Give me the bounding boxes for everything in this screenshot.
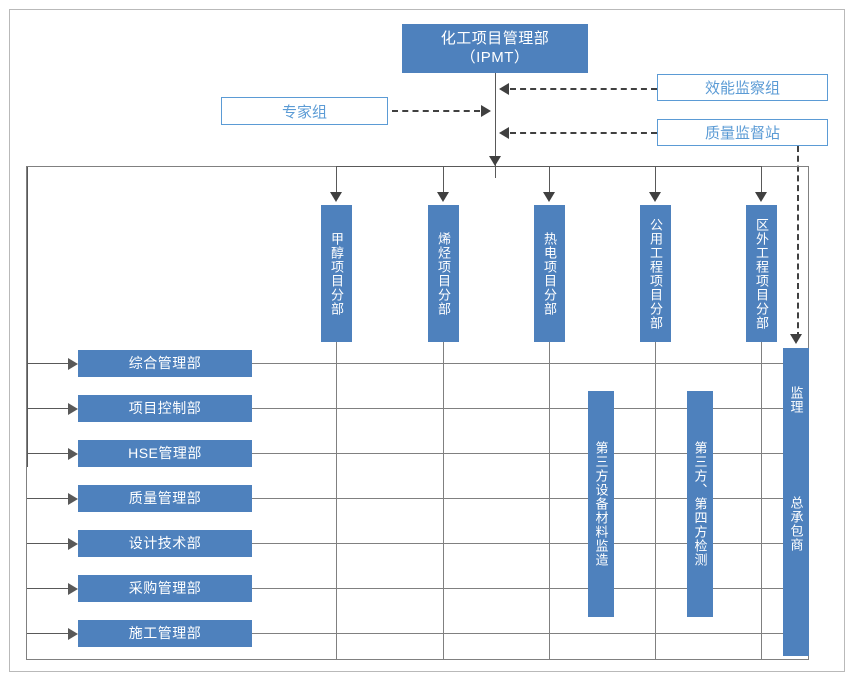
division-arrowhead-2 <box>437 192 449 202</box>
grid-vline-5 <box>761 342 762 660</box>
third-party-label-2: 第三方、第四方检测 <box>692 441 708 567</box>
department-arrowhead-7 <box>68 628 78 640</box>
project-division-label-3: 热电项目分部 <box>542 231 557 316</box>
third-party-box-1[interactable]: 第三方设备材料监造 <box>588 391 614 617</box>
department-arrowhead-5 <box>68 538 78 550</box>
ipmt-spine-arrowhead <box>489 156 501 166</box>
efficiency-supervision-label: 效能监察组 <box>704 80 780 97</box>
department-arrow-line-7 <box>27 633 71 634</box>
division-arrowhead-3 <box>543 192 555 202</box>
department-row-line-4 <box>252 498 808 499</box>
division-drop-1 <box>336 166 337 196</box>
department-row-line-7 <box>252 633 808 634</box>
department-row-line-1 <box>252 363 808 364</box>
department-row-line-5 <box>252 543 808 544</box>
department-arrow-line-2 <box>27 408 71 409</box>
department-arrow-line-3 <box>27 453 71 454</box>
department-feeder-rail <box>27 167 28 467</box>
grid-vline-3 <box>549 342 550 660</box>
division-arrowhead-4 <box>649 192 661 202</box>
expert-group-connector <box>392 110 480 112</box>
general-contractor-label: 总承包商 <box>788 496 804 552</box>
department-label-7: 施工管理部 <box>128 624 202 641</box>
project-division-box-1[interactable]: 甲醇项目分部 <box>321 205 352 342</box>
third-party-box-2[interactable]: 第三方、第四方检测 <box>687 391 713 617</box>
supervision-label-wrap: 监理 <box>783 386 809 414</box>
department-box-2[interactable]: 项目控制部 <box>78 395 252 422</box>
division-drop-2 <box>443 166 444 196</box>
department-box-7[interactable]: 施工管理部 <box>78 620 252 647</box>
department-arrowhead-6 <box>68 583 78 595</box>
department-row-line-2 <box>252 408 808 409</box>
department-box-3[interactable]: HSE管理部 <box>78 440 252 467</box>
expert-group-box[interactable]: 专家组 <box>221 97 388 125</box>
ipmt-spine-line <box>495 73 496 178</box>
department-box-4[interactable]: 质量管理部 <box>78 485 252 512</box>
supervision-contractor-bar[interactable]: 监理 总承包商 <box>783 348 809 656</box>
efficiency-supervision-box[interactable]: 效能监察组 <box>657 74 828 101</box>
project-division-box-4[interactable]: 公用工程项目分部 <box>640 205 671 342</box>
grid-vline-1 <box>336 342 337 660</box>
department-label-5: 设计技术部 <box>128 534 202 551</box>
quality-supervision-connector <box>510 132 657 134</box>
supervision-label: 监理 <box>788 386 804 414</box>
department-label-2: 项目控制部 <box>128 399 202 416</box>
efficiency-supervision-arrowhead <box>499 83 509 95</box>
third-party-label-1: 第三方设备材料监造 <box>593 441 609 567</box>
project-division-box-2[interactable]: 烯烃项目分部 <box>428 205 459 342</box>
project-division-label-1: 甲醇项目分部 <box>329 231 344 316</box>
department-label-4: 质量管理部 <box>128 489 202 506</box>
grid-vline-4 <box>655 342 656 660</box>
division-bus-line <box>336 166 761 167</box>
division-drop-3 <box>549 166 550 196</box>
department-arrowhead-3 <box>68 448 78 460</box>
department-label-1: 综合管理部 <box>128 354 202 371</box>
project-division-label-4: 公用工程项目分部 <box>648 217 663 330</box>
ipmt-title-box[interactable]: 化工项目管理部 （IPMT） <box>402 24 588 73</box>
department-arrow-line-4 <box>27 498 71 499</box>
quality-supervision-arrowhead <box>499 127 509 139</box>
department-arrowhead-2 <box>68 403 78 415</box>
quality-supervision-down-connector <box>797 146 799 338</box>
department-arrow-line-5 <box>27 543 71 544</box>
department-box-6[interactable]: 采购管理部 <box>78 575 252 602</box>
department-arrow-line-1 <box>27 363 71 364</box>
division-arrowhead-5 <box>755 192 767 202</box>
ipmt-title-line1: 化工项目管理部 <box>440 30 550 48</box>
project-division-box-5[interactable]: 区外工程项目分部 <box>746 205 777 342</box>
division-drop-5 <box>761 166 762 196</box>
department-row-line-3 <box>252 453 808 454</box>
expert-group-label: 专家组 <box>281 103 327 121</box>
department-label-6: 采购管理部 <box>128 579 202 596</box>
division-arrowhead-1 <box>330 192 342 202</box>
department-box-5[interactable]: 设计技术部 <box>78 530 252 557</box>
expert-group-arrowhead <box>481 105 491 117</box>
department-row-line-6 <box>252 588 808 589</box>
department-arrowhead-4 <box>68 493 78 505</box>
project-division-label-2: 烯烃项目分部 <box>436 231 451 316</box>
department-label-3: HSE管理部 <box>128 444 202 461</box>
efficiency-supervision-connector <box>510 88 657 90</box>
quality-supervision-down-arrowhead <box>790 334 802 344</box>
department-box-1[interactable]: 综合管理部 <box>78 350 252 377</box>
quality-supervision-box[interactable]: 质量监督站 <box>657 119 828 146</box>
ipmt-title-line2: （IPMT） <box>460 48 530 66</box>
division-drop-4 <box>655 166 656 196</box>
project-division-box-3[interactable]: 热电项目分部 <box>534 205 565 342</box>
quality-supervision-label: 质量监督站 <box>704 125 780 142</box>
project-division-label-5: 区外工程项目分部 <box>754 217 769 330</box>
grid-vline-2 <box>443 342 444 660</box>
general-contractor-label-wrap: 总承包商 <box>783 496 809 552</box>
page-border <box>9 9 845 672</box>
department-arrowhead-1 <box>68 358 78 370</box>
department-arrow-line-6 <box>27 588 71 589</box>
